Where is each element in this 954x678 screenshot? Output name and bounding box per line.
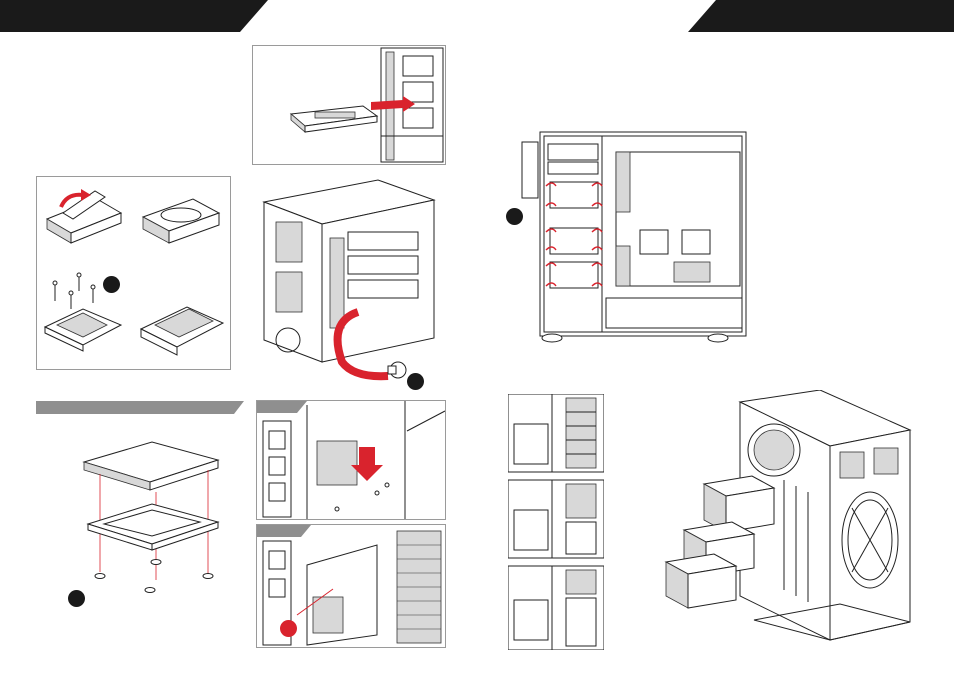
drive-cage-removal-illustration xyxy=(664,390,914,646)
ssd-tray-illustration xyxy=(60,430,240,602)
ssd-section-bar xyxy=(36,401,244,414)
chassis-thumbscrew-illustration xyxy=(258,172,446,384)
drive-cage-configurations-illustration xyxy=(508,394,604,650)
step-badge-ssd-tray xyxy=(68,590,85,607)
hdd-bracket-illustration xyxy=(36,176,231,370)
left-header-banner xyxy=(0,0,268,32)
chassis-side-drive-bays-illustration xyxy=(518,126,750,344)
step-badge-hdd-bracket xyxy=(103,276,120,293)
step-badge-thumbscrew xyxy=(407,373,424,390)
right-header-banner xyxy=(688,0,954,32)
ssd-slide-down-illustration xyxy=(256,400,446,520)
drive-slide-in-illustration xyxy=(252,45,446,165)
step-badge-ssd-mount xyxy=(280,620,297,637)
step-badge-drive-bay-screws xyxy=(506,208,523,225)
